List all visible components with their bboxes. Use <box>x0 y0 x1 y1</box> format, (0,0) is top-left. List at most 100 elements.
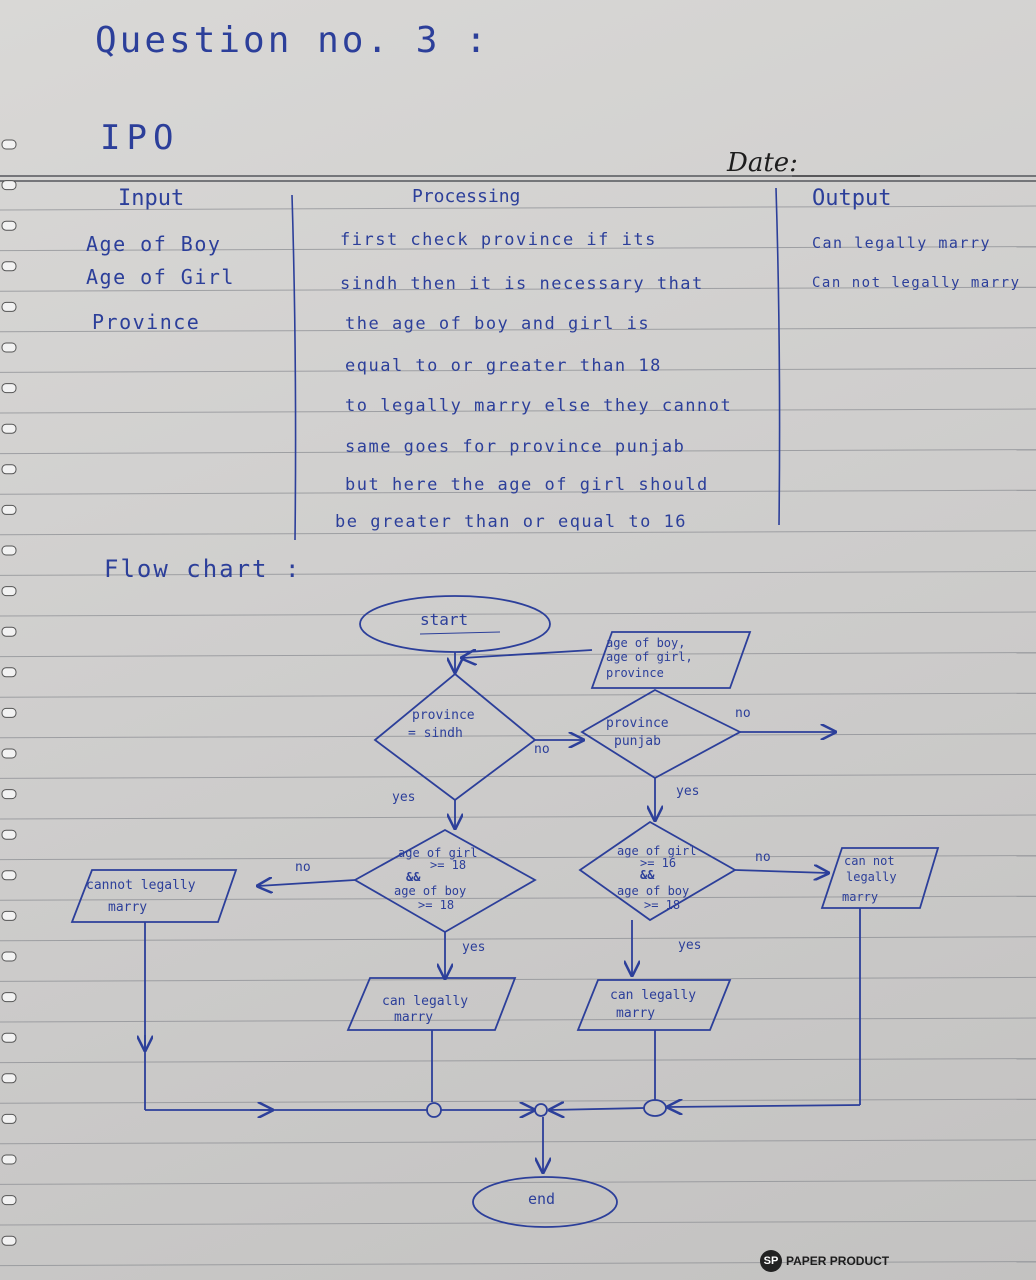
processing-header: Processing <box>412 186 521 207</box>
arrow-age-punjab-no <box>734 870 828 873</box>
end-terminal <box>472 1176 618 1228</box>
label-age-sindh-no: no <box>295 860 311 875</box>
binding-ring <box>1 1235 17 1246</box>
label-punjab-yes: yes <box>676 784 700 799</box>
output-line: Can not legally marry <box>812 275 1021 291</box>
binding-ring <box>1 992 17 1003</box>
binding-ring <box>1 464 17 475</box>
binding-ring <box>1 586 17 597</box>
connector-left <box>426 1102 442 1118</box>
ruled-line <box>0 570 1036 576</box>
ruled-line <box>0 205 1036 211</box>
label-sindh-yes: yes <box>392 790 416 805</box>
binding-ring <box>1 180 17 191</box>
output-can-punjab <box>576 979 732 1031</box>
output-can-punjab-line: marry <box>616 1006 656 1021</box>
input-box-line: province <box>606 666 664 680</box>
processing-line: equal to or greater than 18 <box>345 356 662 376</box>
input-box-line: age of boy, <box>606 636 686 650</box>
column-divider-right <box>775 187 781 526</box>
binding-ring <box>1 1073 17 1084</box>
ruled-line <box>0 814 1036 820</box>
processing-line: to legally marry else they cannot <box>345 396 733 416</box>
input-line: Age of Boy <box>86 232 222 256</box>
processing-line: be greater than or equal to 16 <box>335 512 688 532</box>
ruled-line <box>0 1179 1036 1185</box>
start-label: start <box>420 610 469 629</box>
ruled-line <box>0 449 1036 455</box>
ipo-heading: IPO <box>100 118 180 158</box>
ruled-line <box>0 1220 1036 1226</box>
processing-line: first check province if its <box>340 230 657 250</box>
ruled-line <box>0 773 1036 779</box>
input-parallelogram <box>590 631 752 689</box>
ruled-line <box>0 855 1036 861</box>
arrow-input-to-flow <box>462 650 593 658</box>
ruled-line <box>0 489 1036 495</box>
input-header: Input <box>118 186 185 211</box>
ruled-line <box>0 733 1036 739</box>
binding-ring <box>1 667 17 678</box>
output-line: Can legally marry <box>812 234 992 252</box>
question-title: Question no. 3 : <box>95 20 490 61</box>
ruled-line <box>0 1017 1036 1023</box>
binding-ring <box>1 423 17 434</box>
brand-logo: SP <box>760 1250 782 1272</box>
output-cannot-right <box>820 847 940 909</box>
input-line: Age of Girl <box>86 265 235 289</box>
binding-ring <box>1 342 17 353</box>
ruled-line <box>0 327 1036 333</box>
label-age-sindh-yes: yes <box>462 940 486 955</box>
ruled-line <box>0 367 1036 373</box>
binding-ring <box>1 1032 17 1043</box>
binding-ring <box>1 301 17 312</box>
ruled-line <box>0 1058 1036 1064</box>
decision-sindh-line: province <box>412 708 475 723</box>
decision-punjab-line: punjab <box>614 734 661 749</box>
binding-ring <box>1 383 17 394</box>
label-sindh-no: no <box>534 742 550 757</box>
start-underline <box>419 631 501 635</box>
binding-ring <box>1 1195 17 1206</box>
output-cannot-right-line: marry <box>842 890 879 904</box>
decision-age-punjab-line: && <box>640 868 655 882</box>
date-label: Date: <box>727 148 798 178</box>
arrow-right-to-center <box>550 1108 645 1110</box>
connector-right <box>643 1099 667 1117</box>
binding-ring <box>1 1154 17 1165</box>
processing-line: but here the age of girl should <box>345 475 709 495</box>
binding-ring <box>1 789 17 800</box>
ruled-line <box>0 1098 1036 1104</box>
ruled-line <box>0 611 1036 617</box>
input-line: Province <box>92 310 201 334</box>
label-punjab-no: no <box>735 706 751 721</box>
output-header: Output <box>812 186 892 211</box>
ruled-line <box>0 936 1036 942</box>
column-divider-left <box>291 194 297 541</box>
binding-ring <box>1 504 17 515</box>
binding-ring <box>1 545 17 556</box>
decision-age-punjab-line: >= 16 <box>640 856 677 870</box>
ruled-line <box>0 1139 1036 1145</box>
processing-line: same goes for province punjab <box>345 437 686 457</box>
output-can-sindh <box>346 977 517 1031</box>
decision-sindh-line: = sindh <box>408 726 463 741</box>
output-cannot-left <box>70 869 238 923</box>
flowchart-title: Flow chart : <box>104 555 302 583</box>
binding-ring <box>1 910 17 921</box>
binding-ring <box>1 1113 17 1124</box>
ruled-line <box>0 895 1036 901</box>
decision-age-sindh-line: >= 18 <box>418 898 455 912</box>
ruled-line <box>0 246 1036 252</box>
output-cannot-right-line: legally <box>846 870 897 884</box>
decision-punjab-line: province <box>606 716 669 731</box>
connector-center <box>534 1103 548 1117</box>
ruled-line <box>0 408 1036 414</box>
brand-text: PAPER PRODUCT <box>786 1254 890 1268</box>
binding-ring <box>1 748 17 759</box>
decision-age-sindh-line: >= 18 <box>430 858 467 872</box>
ruled-line <box>0 976 1036 982</box>
